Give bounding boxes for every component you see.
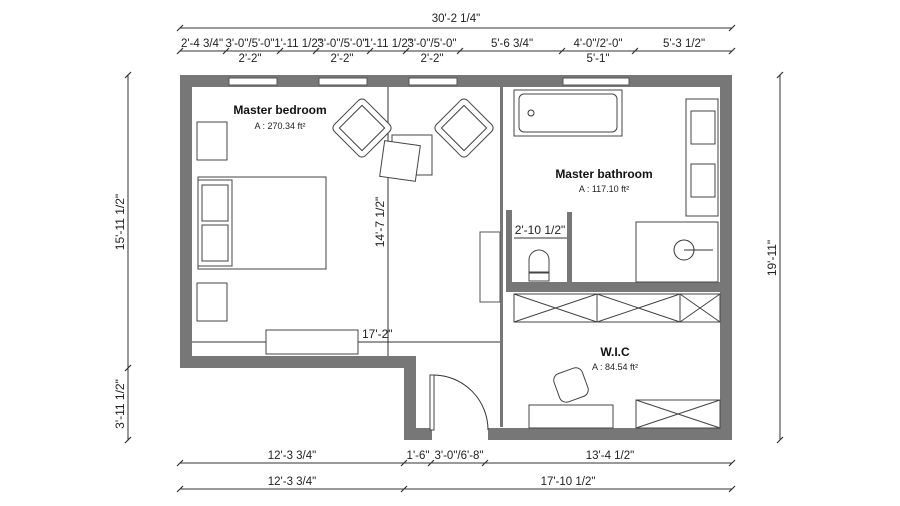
dim-bottom: 13'-4 1/2" [586, 450, 634, 462]
dim-top-seg: 5'-3 1/2" [663, 38, 705, 50]
dim-bottom: 3'-0"/6'-8" [435, 450, 484, 462]
dresser [265, 329, 359, 355]
dim-top-seg: 3'-0"/5'-0" [408, 38, 457, 50]
armchair [332, 98, 392, 158]
bathtub [513, 89, 623, 137]
toilet [528, 249, 550, 282]
dim-bedroom-width: 17'-2" [362, 327, 393, 341]
dim-top-seg: 1'-11 1/2" [364, 38, 412, 50]
armchair [434, 98, 494, 158]
dim-top-seg: 4'-0"/2'-0" [574, 38, 623, 50]
dim-left-lower: 3'-11 1/2" [113, 379, 127, 429]
side-table [379, 134, 433, 182]
closet-shelving [513, 293, 721, 429]
dim-top-seg: 3'-0"/5'-0" [226, 38, 275, 50]
dim-bottom: 12'-3 3/4" [268, 450, 316, 462]
nightstand [196, 121, 228, 161]
double-vanity [685, 98, 719, 217]
room-area-bedroom: A : 270.34 ft² [254, 121, 305, 131]
dim-top-seg: 1'-11 1/2" [274, 38, 322, 50]
room-area-wic: A : 84.54 ft² [592, 362, 638, 372]
desk [528, 404, 614, 429]
dim-top-seg: 2'-4 3/4" [181, 38, 223, 50]
dim-bottom: 1'-6" [407, 450, 430, 462]
chair [553, 367, 589, 403]
bed [197, 176, 327, 270]
dimension-lines [124, 24, 784, 493]
shower [635, 221, 719, 283]
dim-top-seg: 3'-0"/5'-0" [318, 38, 367, 50]
dim-window-height: 5'-1" [587, 53, 610, 65]
dim-bottom: 12'-3 3/4" [268, 476, 316, 488]
dim-bedroom-depth: 14'-7 1/2" [373, 197, 387, 248]
dim-right-total: 19'-11" [765, 240, 779, 276]
dim-window-height: 2'-2" [421, 53, 444, 65]
windows [228, 77, 630, 86]
dim-top-seg: 5'-6 3/4" [491, 38, 533, 50]
nightstand [196, 282, 228, 322]
room-name-bedroom: Master bedroom [233, 103, 326, 117]
entry-door[interactable] [429, 374, 489, 431]
room-area-bathroom: A : 117.10 ft² [579, 184, 629, 194]
dim-toilet-width: 2'-10 1/2" [515, 223, 566, 237]
room-name-wic: W.I.C [600, 345, 630, 359]
dim-left-upper: 15'-11 1/2" [113, 194, 127, 250]
dim-window-height: 2'-2" [331, 53, 354, 65]
dim-bottom: 17'-10 1/2" [541, 476, 596, 488]
dim-top-total: 30'-2 1/4" [432, 13, 480, 25]
dim-window-height: 2'-2" [239, 53, 262, 65]
room-name-bathroom: Master bathroom [555, 167, 652, 181]
fireplace [479, 231, 501, 303]
